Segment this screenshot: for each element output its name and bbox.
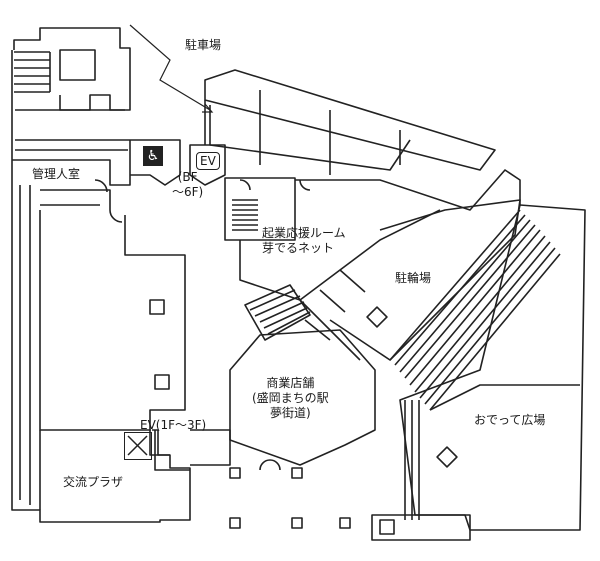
parking-arrow — [129, 24, 211, 111]
main-hall — [39, 210, 186, 431]
corridor-diag — [295, 169, 521, 211]
elevator-icon — [124, 432, 152, 460]
parking-structure — [204, 69, 496, 171]
ev-shaft-2 — [189, 144, 226, 186]
top-left-block — [13, 27, 131, 111]
manager-room-wall — [12, 140, 131, 186]
bicycle-parking-label: 駐輪場 — [395, 271, 432, 285]
stair-diagonal — [244, 284, 311, 341]
ev-shaft-top — [130, 139, 181, 186]
parking-label: 駐車場 — [185, 38, 222, 52]
manager-room-label: 管理人室 — [32, 167, 81, 181]
odette-plaza-label: おでって広場 — [474, 413, 546, 427]
stair-top-left — [14, 51, 51, 93]
ev-label: EV — [196, 152, 220, 170]
front-terrace — [371, 514, 471, 541]
left-wall-inner — [19, 185, 31, 505]
outer-wall-left — [11, 50, 191, 523]
commercial-store — [229, 329, 376, 466]
wheelchair-icon: ♿ — [143, 146, 163, 166]
startup-room-label: 起業応援ルーム 芽でるネット — [262, 226, 346, 255]
commercial-store-label: 商業店舗 (盛岡まちの駅 夢街道) — [252, 376, 329, 420]
stair-center — [224, 177, 296, 241]
ev-range-label: (BF 〜6F) — [172, 170, 204, 199]
exchange-plaza-label: 交流プラザ — [63, 475, 124, 489]
ev-1f-3f-label: EV(1F〜3F) — [140, 418, 207, 432]
seating-stairs — [389, 209, 521, 361]
odette-plaza — [399, 204, 586, 531]
